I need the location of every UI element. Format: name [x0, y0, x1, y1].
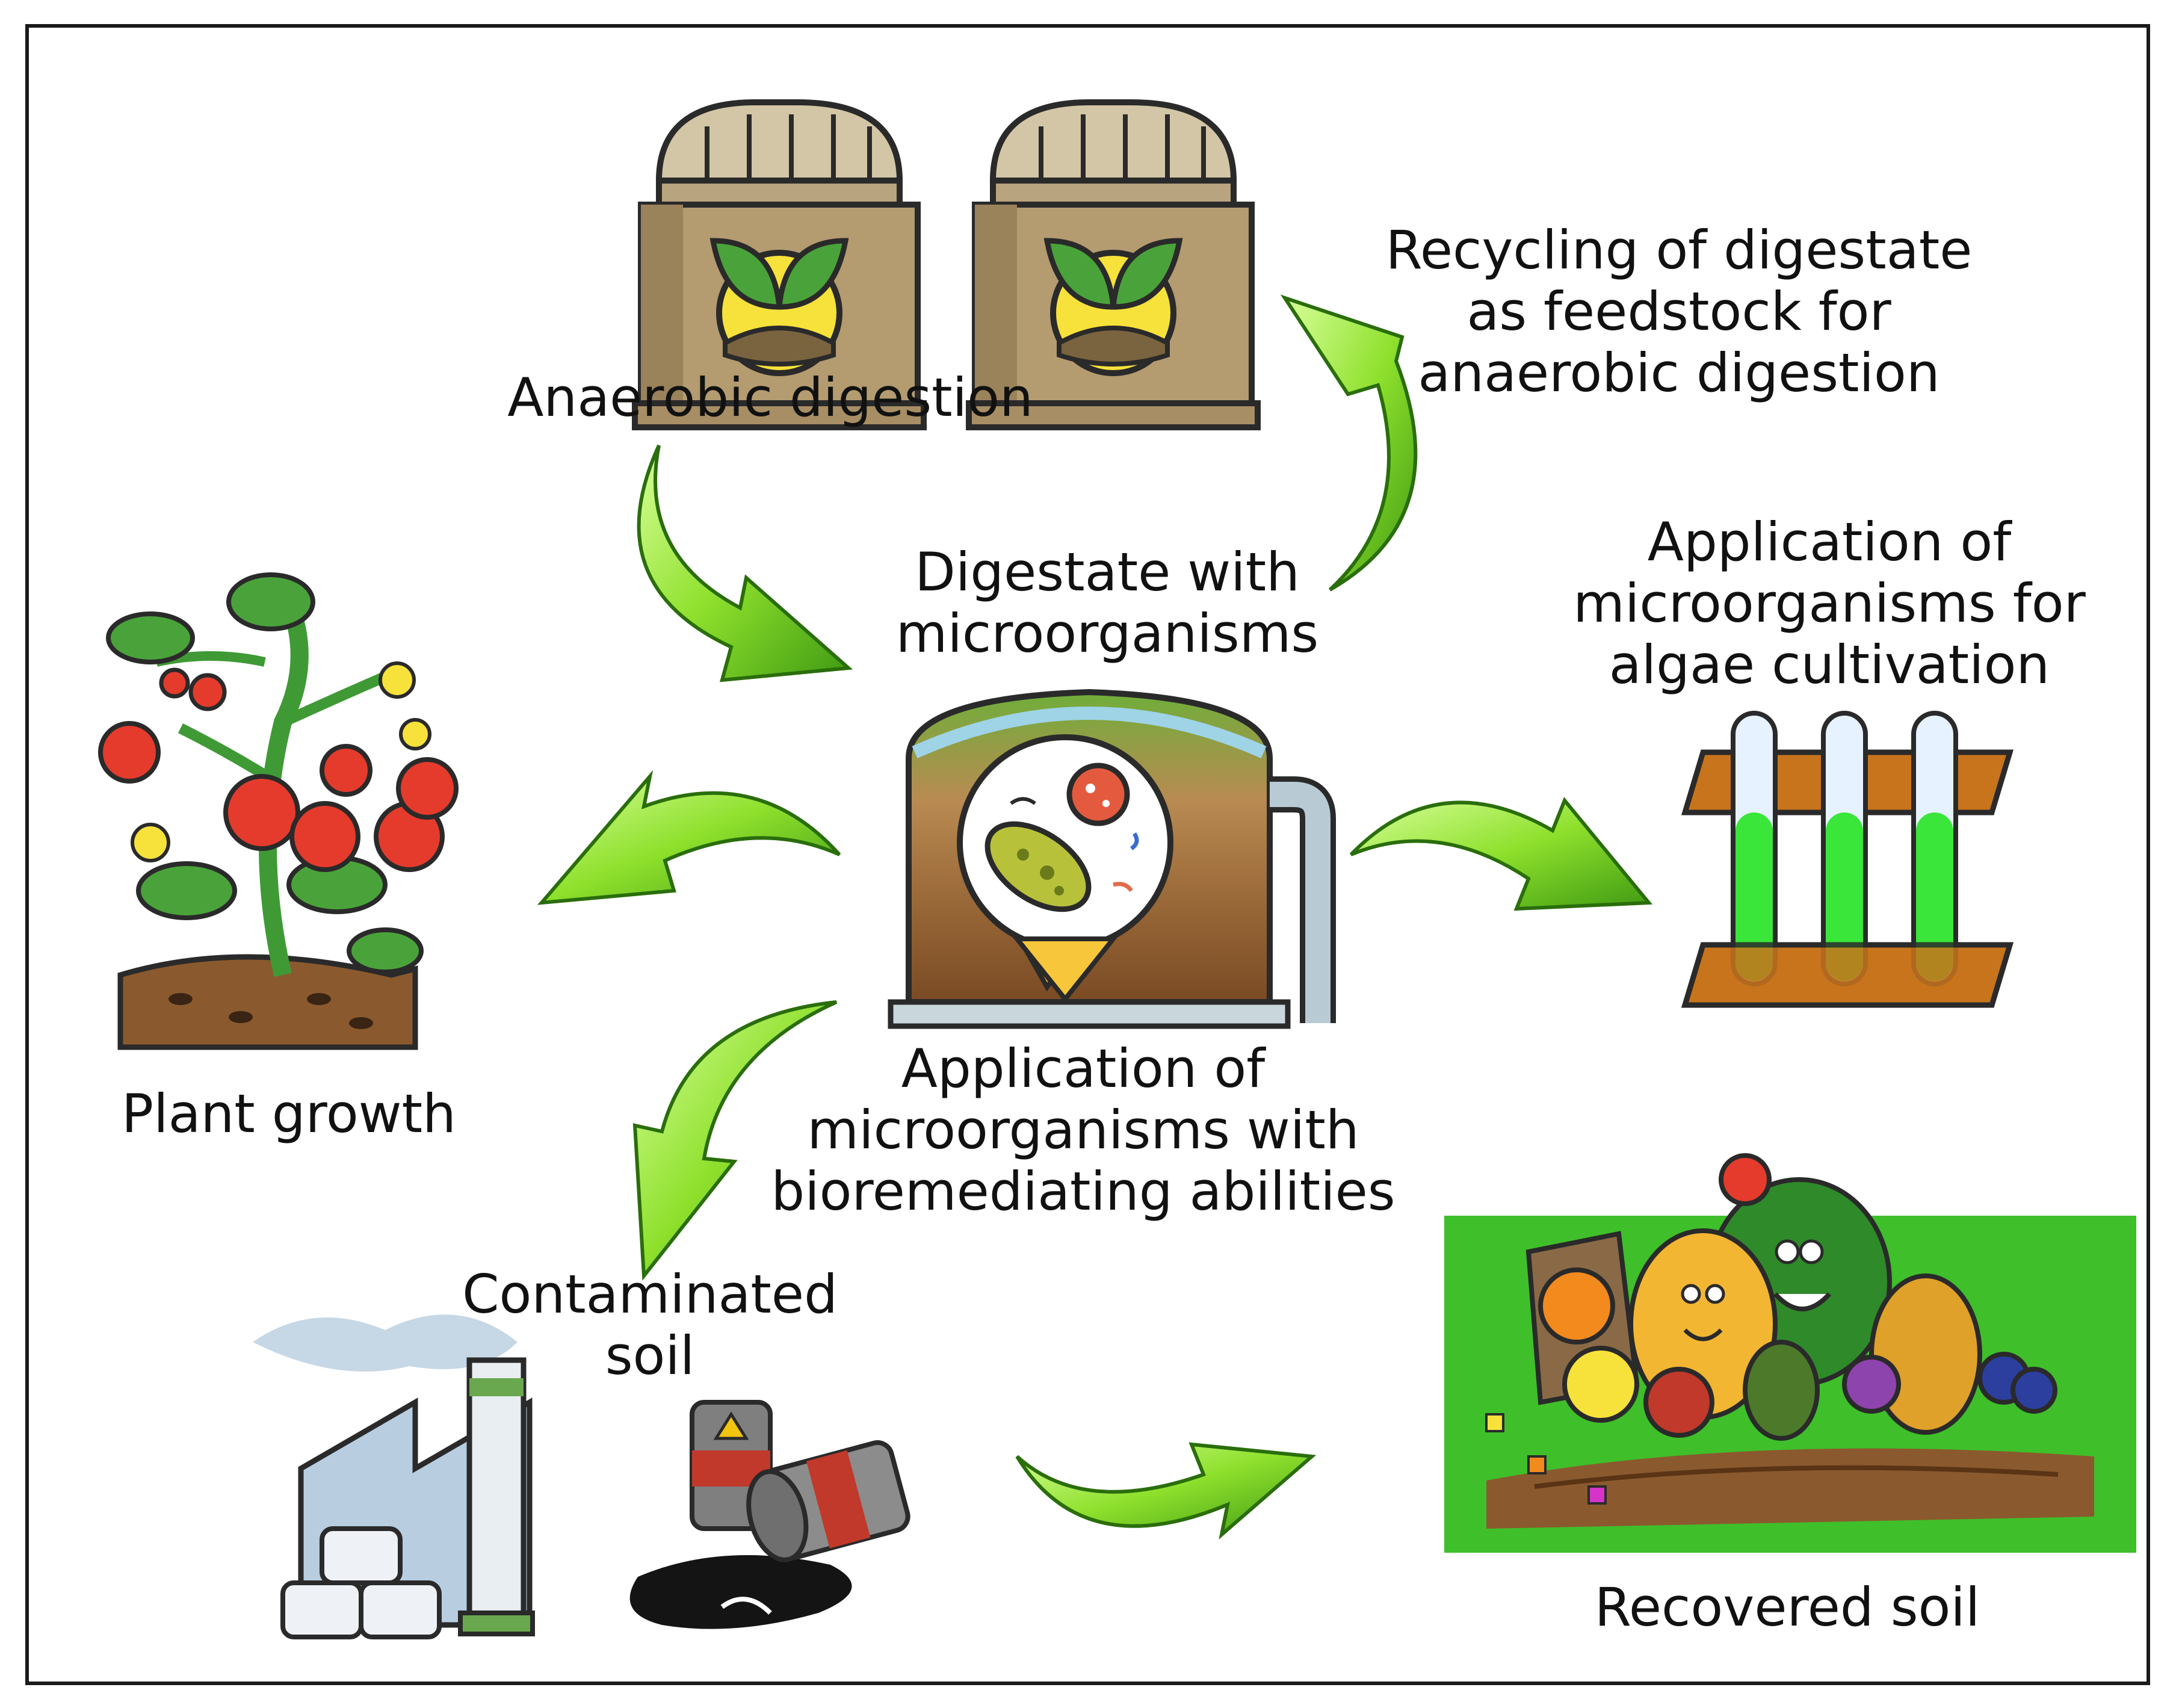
arrow-to-contaminated-soil — [632, 1000, 838, 1281]
digester-tank-icon — [632, 99, 1261, 430]
fruit-garden-icon — [1444, 1153, 2136, 1553]
label-digestate: Digestate with microorganisms — [895, 541, 1319, 664]
diagram-border — [25, 24, 2150, 1685]
label-contaminated-soil: Contaminated soil — [462, 1263, 838, 1387]
arrow-to-plant-growth — [537, 770, 841, 905]
label-plant-growth: Plant growth — [122, 1083, 456, 1145]
label-recovered-soil: Recovered soil — [1594, 1576, 1980, 1638]
arrow-digestate-to-recycling — [1280, 294, 1418, 592]
arrows-group — [537, 294, 1653, 1540]
label-recycling: Recycling of digestate as feedstock for … — [1385, 219, 1973, 404]
arrow-digestion-to-digestate — [637, 444, 853, 682]
arrow-contaminated-to-recovered — [1015, 1442, 1317, 1540]
label-anaerobic-digestion: Anaerobic digestion — [507, 367, 1033, 429]
label-algae-cultivation: Application of microorganisms for algae … — [1573, 511, 2086, 696]
tomato-plant-icon — [98, 572, 459, 1050]
oil-barrel-spill-icon — [629, 1400, 910, 1629]
label-bioremediation: Application of microorganisms with biore… — [771, 1038, 1395, 1222]
factory-pollution-icon — [253, 1314, 535, 1639]
arrow-to-algae — [1349, 797, 1653, 911]
bioreactor-microbe-icon — [888, 688, 1336, 1029]
test-tube-rack-icon — [1681, 711, 2014, 1008]
